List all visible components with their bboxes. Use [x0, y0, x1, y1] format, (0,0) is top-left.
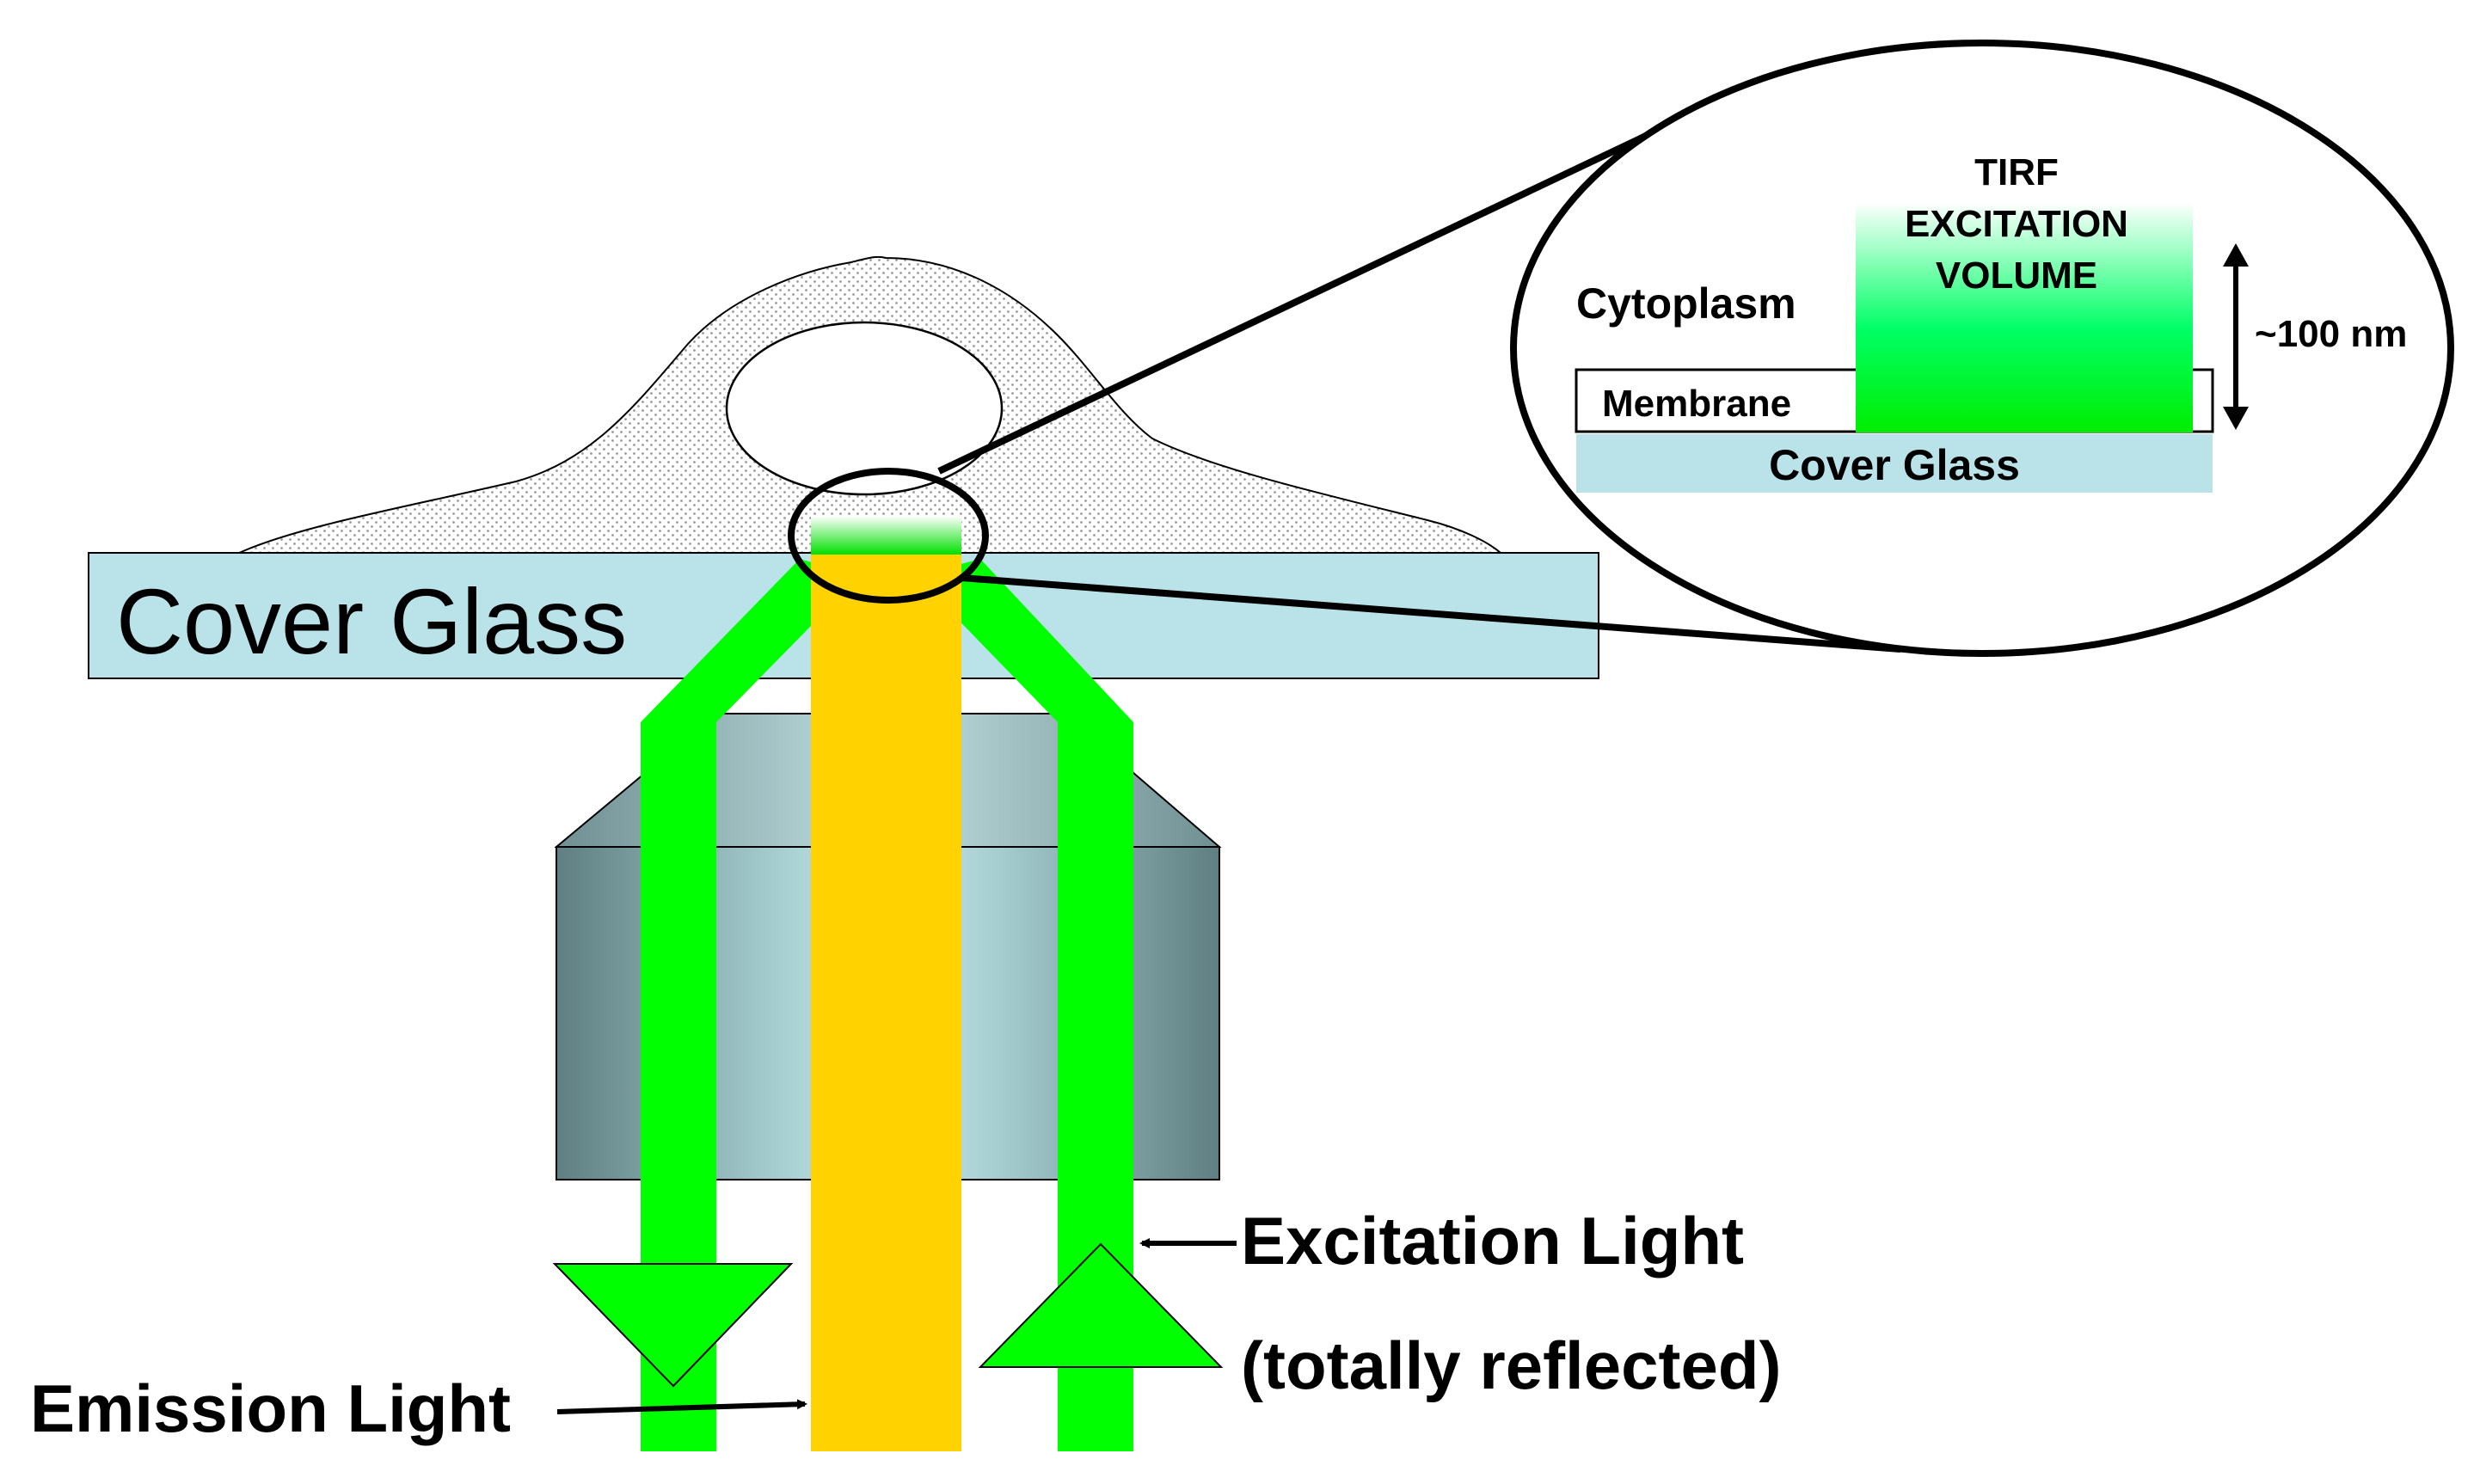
- nucleus: [725, 321, 1004, 496]
- depth-arrow: [2223, 243, 2249, 430]
- zoom-circle: [788, 468, 989, 604]
- excitation-beam-right: [916, 559, 1133, 722]
- tirf-label-line1: TIRF: [1974, 151, 2059, 193]
- membrane-label: Membrane: [1602, 383, 1791, 425]
- emission-beam: [811, 550, 961, 1451]
- emission-pointer: [556, 1399, 807, 1414]
- excitation-sublabel: (totally reflected): [1241, 1328, 1781, 1403]
- cytoplasm-label: Cytoplasm: [1576, 279, 1796, 328]
- down-arrow-head: [552, 1263, 794, 1388]
- tirf-volume-small: [811, 516, 961, 555]
- excitation-beam: [552, 559, 1224, 1451]
- inset-cover-glass: [1576, 434, 2213, 493]
- emission-label: Emission Light: [30, 1371, 511, 1446]
- tirf-label-line2: EXCITATION: [1905, 203, 2128, 245]
- depth-label: ~100 nm: [2255, 313, 2407, 355]
- tirf-label-line3: VOLUME: [1936, 254, 2097, 297]
- cover-glass-label: Cover Glass: [116, 569, 627, 673]
- zoom-line-top: [937, 124, 1666, 475]
- tirf-volume-inset: [1856, 202, 2193, 432]
- excitation-label: Excitation Light: [1241, 1203, 1744, 1279]
- zoom-line-bottom: [961, 574, 1901, 653]
- inset-cover-glass-label: Cover Glass: [1769, 441, 2020, 489]
- excitation-beam-left: [641, 559, 860, 722]
- up-arrow-head: [978, 1242, 1224, 1368]
